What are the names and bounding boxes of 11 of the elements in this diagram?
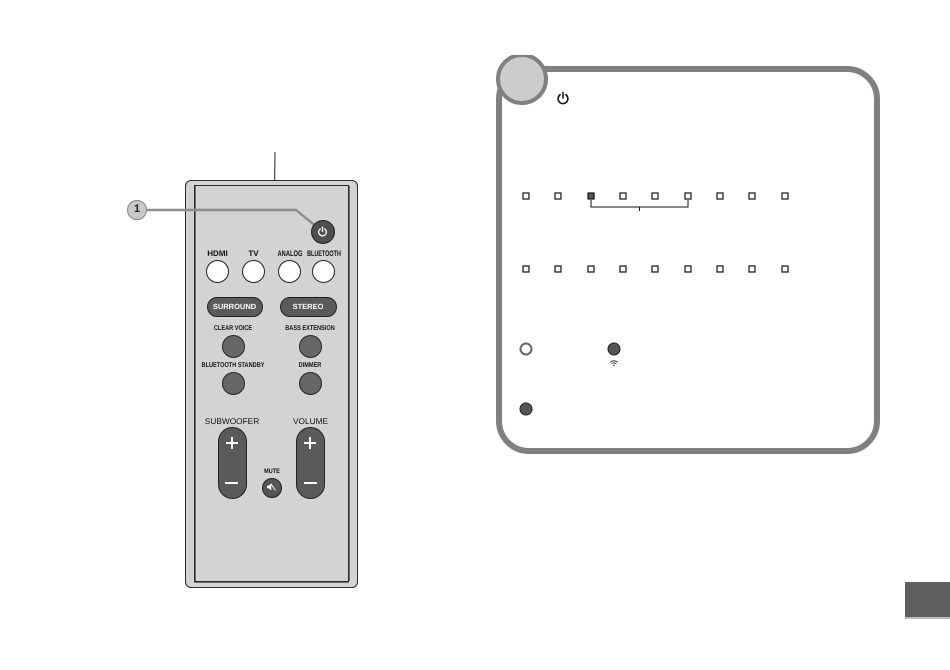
leader-line — [274, 152, 276, 180]
button-label: HDMI — [207, 250, 228, 258]
button-label: ANALOG — [277, 250, 302, 258]
callout-number: 1 — [127, 200, 147, 220]
button-label: BLUETOOTH — [306, 250, 340, 258]
remote-body — [185, 180, 358, 588]
button-label: VOLUME — [292, 416, 328, 425]
button-label: SUBWOOFER — [204, 416, 260, 425]
leader-line — [147, 208, 314, 226]
button-label: TV — [248, 250, 259, 258]
power-button — [310, 220, 334, 244]
